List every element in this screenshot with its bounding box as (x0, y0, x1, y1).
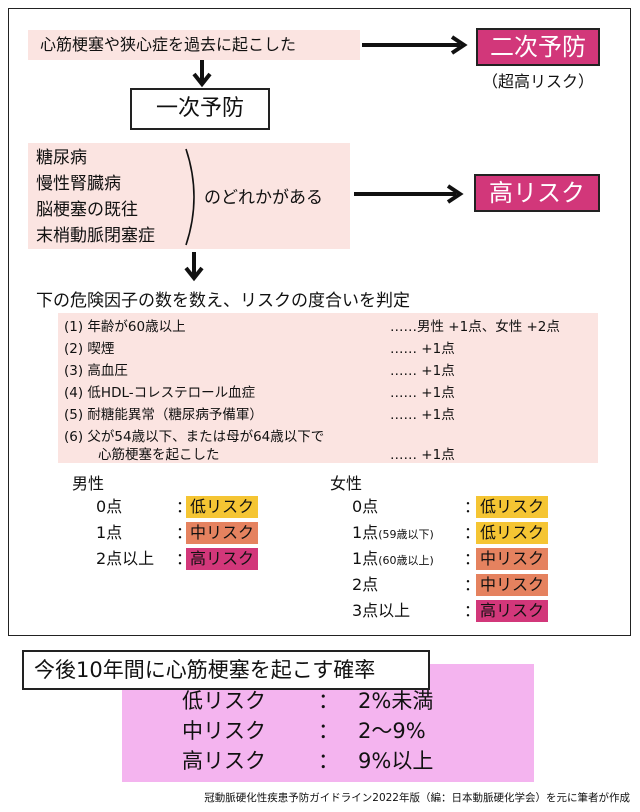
tier-badge-mid: 中リスク (476, 548, 549, 570)
probability-colon: ： (318, 719, 339, 743)
condition-item: 末梢動脈閉塞症 (36, 226, 155, 246)
factor-points: …… +1点 (390, 341, 455, 357)
tier-badge-low: 低リスク (476, 522, 549, 544)
factor-label: (2) 喫煙 (64, 341, 115, 357)
conditions-box: 糖尿病 慢性腎臓病 脳梗塞の既往 末梢動脈閉塞症 のどれかがある (28, 143, 350, 249)
tier-badge-low: 低リスク (476, 496, 549, 518)
male-title: 男性 (72, 474, 105, 493)
tier-badge-high: 高リスク (476, 600, 549, 622)
arrow-down-1 (192, 60, 212, 88)
condition-item: 慢性腎臓病 (36, 174, 121, 194)
probability-value: 9%以上 (358, 749, 434, 773)
probability-tier: 低リスク (182, 689, 266, 713)
factor-label: (6) 父が54歳以下、または母が64歳以下で (64, 429, 325, 445)
factor-instruction: 下の危険因子の数を数え、リスクの度合いを判定 (36, 291, 410, 311)
factor-label: (1) 年齢が60歳以上 (64, 319, 186, 335)
male-points: 2点以上 (96, 549, 155, 568)
factor-points: …… +1点 (390, 385, 455, 401)
male-table: 0点 ： 低リスク 1点 ： 中リスク 2点以上 ： 高リスク (96, 496, 296, 576)
brace-icon (185, 148, 195, 246)
secondary-prevention-badge: 二次予防 (476, 28, 600, 66)
tier-badge-low: 低リスク (186, 496, 259, 518)
factor-points: …… +1点 (390, 447, 455, 463)
female-points: 0点 (352, 497, 379, 516)
probability-value: 2〜9% (358, 719, 426, 743)
probability-tier: 高リスク (182, 749, 266, 773)
arrow-down-2 (184, 252, 204, 282)
source-note: 冠動脈硬化性疾患予防ガイドライン2022年版（編：日本動脈硬化学会）を元に筆者が… (204, 792, 630, 804)
male-points: 0点 (96, 497, 123, 516)
factor-label-continued: 心筋梗塞を起こした (98, 447, 220, 463)
probability-colon: ： (318, 749, 339, 773)
condition-item: 糖尿病 (36, 148, 87, 168)
factor-label: (4) 低HDL-コレステロール血症 (64, 385, 256, 401)
diagram-frame (8, 8, 631, 636)
female-points-value: 1点 (352, 549, 379, 568)
factor-label: (3) 高血圧 (64, 363, 128, 379)
female-points: 1点(59歳以下) (352, 522, 434, 546)
tier-badge-high: 高リスク (186, 548, 259, 570)
female-points-value: 1点 (352, 523, 379, 542)
female-points: 1点(60歳以上) (352, 548, 434, 572)
female-title: 女性 (330, 474, 363, 493)
female-points-age: (60歳以上) (378, 554, 434, 567)
female-points: 3点以上 (352, 601, 411, 620)
tier-badge-mid: 中リスク (186, 522, 259, 544)
factor-label: (5) 耐糖能異常（糖尿病予備軍） (64, 407, 263, 423)
secondary-prevention-subtitle: （超高リスク） (481, 72, 594, 91)
conditions-suffix: のどれかがある (204, 188, 323, 208)
factor-points: …… +1点 (390, 407, 455, 423)
female-points: 2点 (352, 575, 379, 594)
risk-factors-box: (1) 年齢が60歳以上 ……男性 +1点、女性 +2点 (2) 喫煙 …… +… (58, 313, 598, 463)
primary-prevention-box: 一次予防 (130, 88, 270, 130)
probability-tier: 中リスク (182, 719, 266, 743)
male-points: 1点 (96, 523, 123, 542)
female-table: 0点 ： 低リスク 1点(59歳以下) ： 低リスク 1点(60歳以上) ： 中… (352, 496, 612, 626)
factor-points: …… +1点 (390, 363, 455, 379)
tier-badge-mid: 中リスク (476, 574, 549, 596)
factor-points: ……男性 +1点、女性 +2点 (390, 319, 560, 335)
probability-colon: ： (318, 689, 339, 713)
start-condition: 心筋梗塞や狭心症を過去に起こした (28, 30, 360, 60)
probability-title: 今後10年間に心筋梗塞を起こす確率 (22, 650, 430, 690)
arrow-to-high-risk (354, 184, 464, 204)
probability-value: 2%未満 (358, 689, 434, 713)
female-points-age: (59歳以下) (378, 528, 434, 541)
arrow-to-secondary (362, 35, 468, 55)
high-risk-badge: 高リスク (474, 174, 600, 212)
condition-item: 脳梗塞の既往 (36, 200, 138, 220)
